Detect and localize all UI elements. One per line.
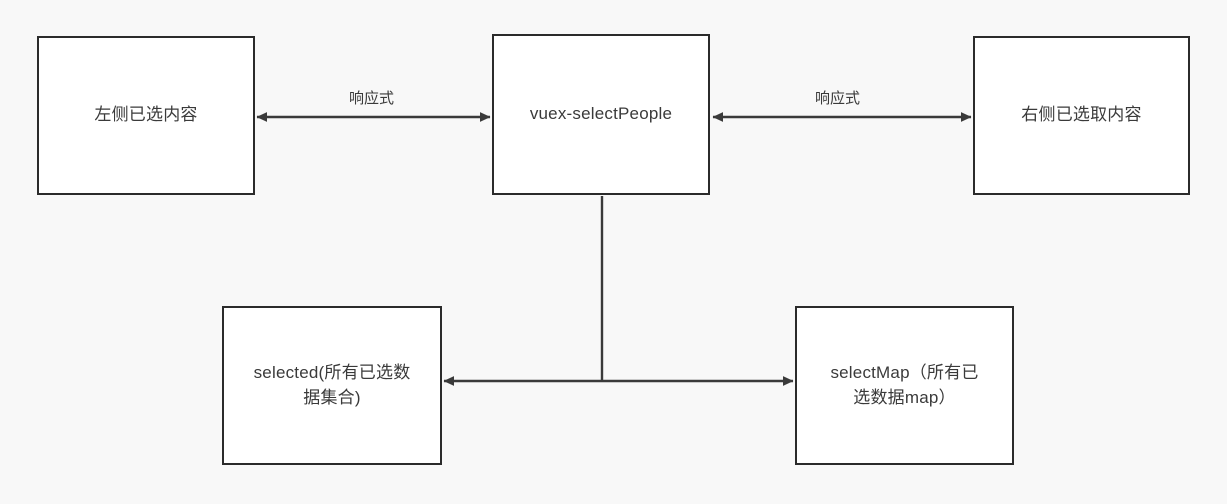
edge-label-center-right: 响应式 [811, 90, 865, 107]
node-label: 右侧已选取内容 [1021, 105, 1142, 125]
node-label: 左侧已选内容 [94, 105, 198, 125]
node-left-selected-content[interactable]: 左侧已选内容 [37, 36, 255, 195]
node-label: vuex-selectPeople [529, 104, 673, 124]
edge-label-left-center: 响应式 [345, 90, 399, 107]
node-selected-collection[interactable]: selected(所有已选数 据集合) [222, 306, 442, 465]
node-vuex-selectpeople[interactable]: vuex-selectPeople [492, 34, 710, 195]
node-select-map[interactable]: selectMap（所有已 选数据map） [795, 306, 1014, 465]
node-right-selected-content[interactable]: 右侧已选取内容 [973, 36, 1190, 195]
node-label: selectMap（所有已 选数据map） [830, 362, 979, 407]
node-label: selected(所有已选数 据集合) [253, 362, 411, 407]
